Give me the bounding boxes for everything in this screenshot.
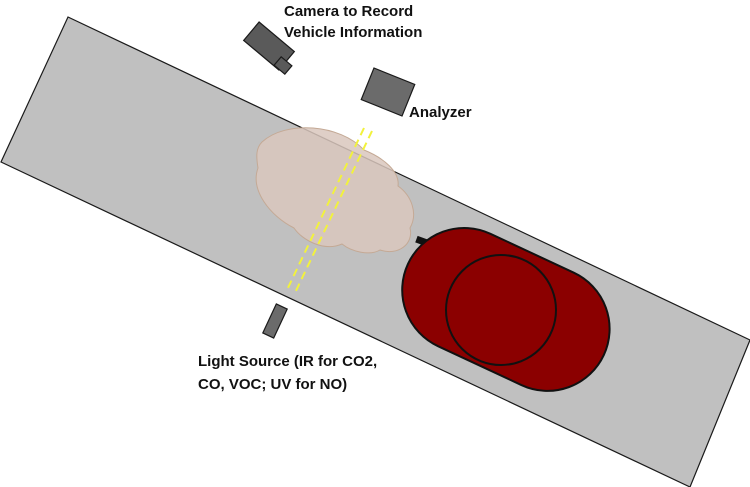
light-beam-2 — [293, 130, 373, 296]
camera-icon — [242, 21, 296, 76]
car-roof — [445, 254, 557, 366]
analyzer-label: Analyzer — [409, 104, 472, 121]
vehicle-top-view — [401, 226, 611, 392]
analyzer-box — [360, 67, 416, 117]
light-source-label-line1: Light Source (IR for CO2, — [198, 353, 377, 370]
camera-lens — [273, 55, 293, 76]
light-beam-1 — [285, 127, 365, 293]
light-source-label-line2: CO, VOC; UV for NO) — [198, 376, 347, 393]
camera-label-line2: Vehicle Information — [284, 24, 422, 41]
light-source-bar — [262, 303, 288, 339]
camera-label-line1: Camera to Record — [284, 3, 413, 20]
